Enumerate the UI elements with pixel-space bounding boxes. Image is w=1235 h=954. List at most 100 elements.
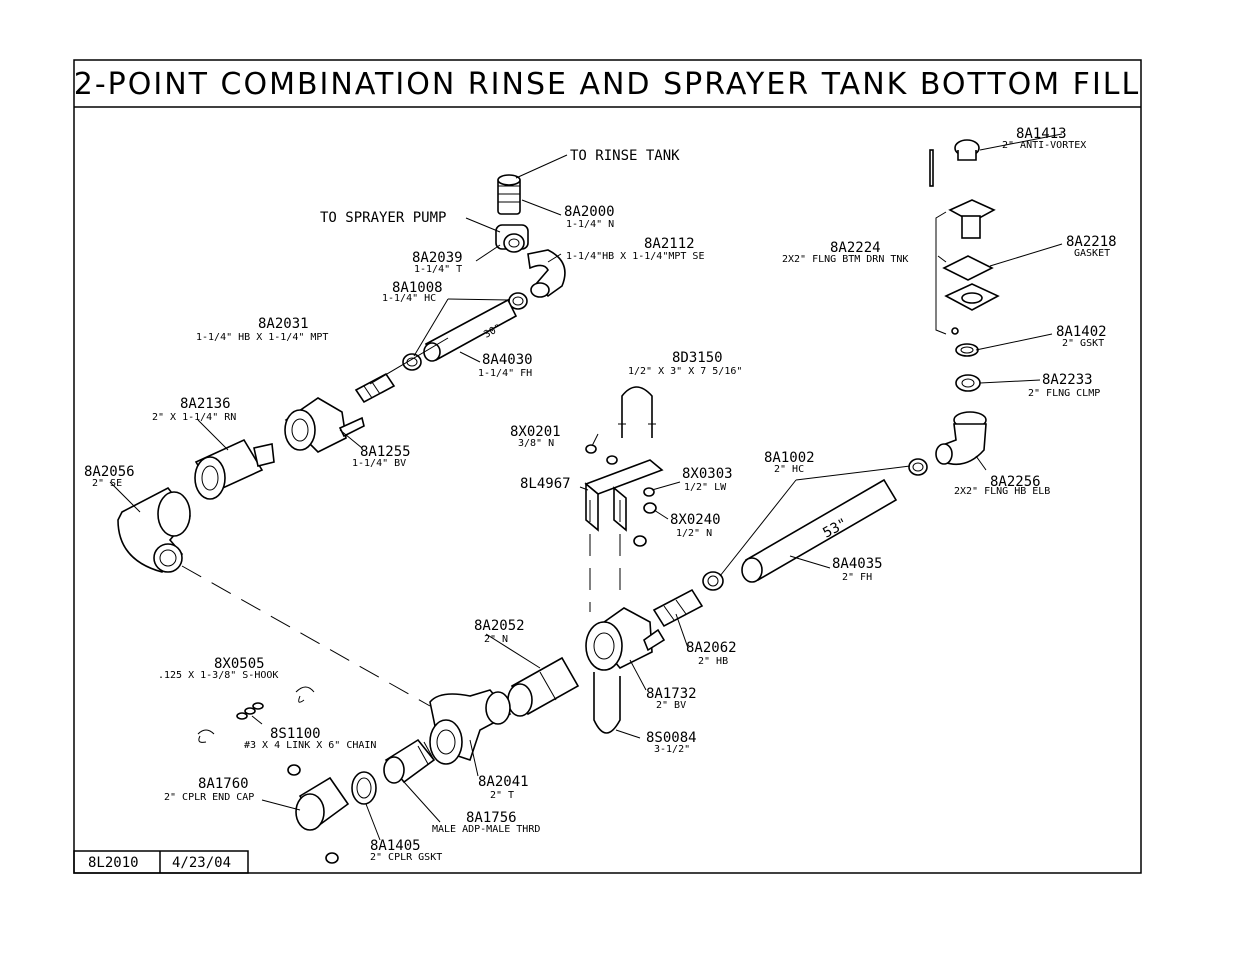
part-label-8A2218: 8A2218 GASKET: [1066, 234, 1117, 259]
svg-text:2" CPLR END CAP: 2" CPLR END CAP: [164, 792, 254, 803]
hosebarb-8A2062-drawing: [652, 588, 704, 628]
svg-text:8A4035: 8A4035: [832, 556, 883, 572]
svg-text:8A2052: 8A2052: [474, 618, 525, 634]
part-label-8A2052: 8A2052 2" N: [474, 618, 525, 645]
svg-text:8A2224: 8A2224: [830, 240, 881, 256]
ubolt-8S0084-drawing: [593, 672, 621, 734]
svg-text:2X2" FLNG HB ELB: 2X2" FLNG HB ELB: [954, 486, 1050, 497]
hose-8A4035-drawing: [741, 478, 898, 583]
svg-text:2" GSKT: 2" GSKT: [1062, 338, 1104, 349]
svg-text:MALE ADP-MALE THRD: MALE ADP-MALE THRD: [432, 824, 540, 835]
svg-text:8A1413: 8A1413: [1016, 126, 1067, 142]
part-label-8A4035: 8A4035 2" FH: [832, 556, 883, 583]
svg-text:8A1732: 8A1732: [646, 686, 697, 702]
label-to-rinse-tank: TO RINSE TANK: [570, 148, 680, 164]
tee-8A2041-drawing: [429, 689, 512, 765]
clamp-8A1008-lower-drawing: [402, 353, 422, 371]
svg-text:2" X 1-1/4" RN: 2" X 1-1/4" RN: [152, 412, 236, 423]
nipple-8A2000-drawing: [497, 174, 521, 215]
drawing-title: 2-POINT COMBINATION RINSE AND SPRAYER TA…: [74, 67, 1140, 102]
part-label-8D3150: 8D3150 1/2" X 3" X 7 5/16": [628, 350, 742, 377]
drawing-number: 8L2010: [88, 855, 139, 871]
part-label-8A1756: 8A1756 MALE ADP-MALE THRD: [432, 810, 540, 835]
nut-8X0201-drawing: [585, 444, 618, 465]
svg-text:8A2233: 8A2233: [1042, 372, 1093, 388]
part-label-8A2136: 8A2136 2" X 1-1/4" RN: [152, 396, 236, 423]
svg-text:1-1/4"HB X 1-1/4"MPT SE: 1-1/4"HB X 1-1/4"MPT SE: [566, 251, 704, 262]
chain-8S1100-drawing: [236, 702, 264, 720]
svg-text:2" T: 2" T: [490, 790, 514, 801]
part-label-8A2039: 8A2039 1-1/4" T: [412, 250, 463, 275]
part-label-8X0303: 8X0303 1/2" LW: [682, 466, 733, 493]
svg-text:8S1100: 8S1100: [270, 726, 321, 742]
svg-text:2" SE: 2" SE: [92, 478, 122, 489]
nut-8X0240-drawing: [633, 502, 657, 547]
svg-text:2" CPLR GSKT: 2" CPLR GSKT: [370, 852, 442, 863]
part-label-8S1100: 8S1100 #3 X 4 LINK X 6" CHAIN: [244, 726, 376, 751]
gasket-8A1405-drawing: [351, 771, 377, 805]
part-label-8X0240: 8X0240 1/2" N: [670, 512, 721, 539]
svg-text:2" FH: 2" FH: [842, 572, 872, 583]
part-label-8A1402: 8A1402 2" GSKT: [1056, 324, 1107, 349]
svg-text:8A2256: 8A2256: [990, 474, 1041, 490]
drawing-date: 4/23/04: [172, 855, 231, 871]
svg-text:2" BV: 2" BV: [656, 700, 686, 711]
svg-text:1/2" LW: 1/2" LW: [684, 482, 727, 493]
clamp-8A1002-lower-drawing: [702, 571, 724, 591]
elbow-8A2056-drawing: [117, 486, 192, 573]
svg-text:1-1/4" BV: 1-1/4" BV: [352, 458, 406, 469]
elbow-8A2256-drawing: [935, 411, 987, 466]
svg-text:8L4967: 8L4967: [520, 476, 571, 492]
tee-8A2039-drawing: [495, 224, 529, 253]
svg-text:8X0303: 8X0303: [682, 466, 733, 482]
svg-text:8A2112: 8A2112: [644, 236, 695, 252]
part-label-8A2112: 8A2112 1-1/4"HB X 1-1/4"MPT SE: [566, 236, 704, 262]
drawing-border: [73, 59, 1142, 874]
svg-text:2" HC: 2" HC: [774, 464, 804, 475]
part-label-8L4967: 8L4967: [520, 476, 571, 492]
part-label-8X0505: 8X0505 .125 X 1-3/8" S-HOOK: [158, 656, 278, 681]
svg-text:8A1002: 8A1002: [764, 450, 815, 466]
nipple-8A2052-drawing: [507, 656, 580, 717]
hosebarb-8A2031-drawing: [354, 372, 396, 404]
svg-text:8A2218: 8A2218: [1066, 234, 1117, 250]
part-label-8A1008: 8A1008 1-1/4" HC: [382, 280, 443, 304]
washer-8X0303-drawing: [643, 487, 655, 497]
svg-text:1-1/4" T: 1-1/4" T: [414, 264, 462, 275]
svg-text:8X0505: 8X0505: [214, 656, 265, 672]
svg-text:8A2000: 8A2000: [564, 204, 615, 220]
svg-text:8A1405: 8A1405: [370, 838, 421, 854]
svg-text:3/8" N: 3/8" N: [518, 438, 554, 449]
svg-text:8A2031: 8A2031: [258, 316, 309, 332]
svg-text:8X0201: 8X0201: [510, 424, 561, 440]
svg-text:2" FLNG CLMP: 2" FLNG CLMP: [1028, 388, 1100, 399]
endcap-8A1760-drawing: [287, 764, 350, 864]
svg-text:1/2" N: 1/2" N: [676, 528, 712, 539]
svg-text:8A2136: 8A2136: [180, 396, 231, 412]
svg-text:8A2039: 8A2039: [412, 250, 463, 266]
part-label-8A4030: 8A4030 1-1/4" FH: [478, 352, 533, 379]
tankfitting-8A2224-drawing: [935, 199, 1000, 335]
label-to-sprayer-pump: TO SPRAYER PUMP: [320, 210, 446, 226]
part-label-8A1002: 8A1002 2" HC: [764, 450, 815, 475]
part-label-8A1732: 8A1732 2" BV: [646, 686, 697, 711]
svg-text:2X2" FLNG BTM DRN TNK: 2X2" FLNG BTM DRN TNK: [782, 254, 908, 265]
part-label-8A2256: 8A2256 2X2" FLNG HB ELB: [954, 474, 1050, 497]
svg-text:1-1/4" FH: 1-1/4" FH: [478, 368, 532, 379]
svg-text:8A1760: 8A1760: [198, 776, 249, 792]
svg-text:1-1/4" N: 1-1/4" N: [566, 219, 614, 230]
part-label-8A2056: 8A2056 2" SE: [84, 464, 135, 489]
valve-8A1732-drawing: [585, 607, 666, 671]
leader-lines: [109, 133, 1063, 841]
part-label-8X0201: 8X0201 3/8" N: [510, 424, 561, 449]
flow-centerline: [181, 565, 431, 707]
svg-text:3-1/2": 3-1/2": [654, 744, 690, 755]
svg-text:8A2062: 8A2062: [686, 640, 737, 656]
svg-text:2" N: 2" N: [484, 634, 508, 645]
svg-text:8A4030: 8A4030: [482, 352, 533, 368]
clamp-8A2233-drawing: [955, 374, 981, 392]
part-label-8A2224: 8A2224 2X2" FLNG BTM DRN TNK: [782, 240, 908, 265]
part-label-8A2000: 8A2000 1-1/4" N: [564, 204, 615, 230]
svg-text:8A1008: 8A1008: [392, 280, 443, 296]
svg-text:.125 X 1-3/8" S-HOOK: .125 X 1-3/8" S-HOOK: [158, 670, 278, 681]
